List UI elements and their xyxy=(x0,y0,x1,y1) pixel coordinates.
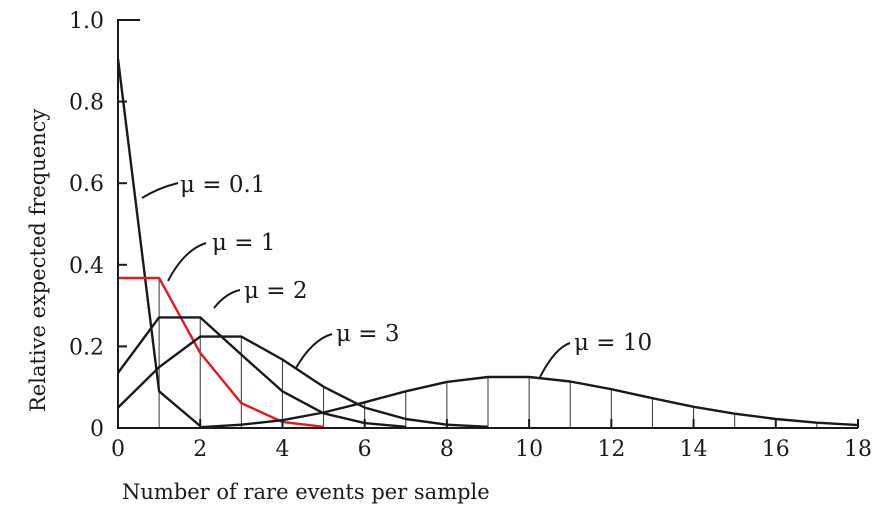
series-line xyxy=(117,335,489,428)
x-axis-label: Number of rare events per sample xyxy=(122,480,490,504)
y-tick-label: 0.6 xyxy=(69,172,104,197)
series-leader-line xyxy=(295,333,333,369)
y-tick-label: 0.4 xyxy=(69,254,104,279)
series-leader-line xyxy=(539,342,571,378)
y-tick-label: 0.2 xyxy=(69,335,104,360)
y-tick-label: 0.8 xyxy=(69,91,104,116)
y-axis-label: Relative expected frequency xyxy=(26,109,50,412)
x-tick-label: 10 xyxy=(515,437,543,462)
x-tick-label: 2 xyxy=(193,437,207,462)
x-tick-label: 18 xyxy=(844,437,872,462)
series-label: μ = 1 xyxy=(212,230,275,256)
series-label: μ = 2 xyxy=(244,278,307,304)
x-tick-label: 4 xyxy=(275,437,289,462)
x-tick-label: 6 xyxy=(358,437,372,462)
series-label: μ = 10 xyxy=(574,330,652,356)
y-axis-line xyxy=(117,19,858,429)
series-labels: μ = 0.1 μ = 1 μ = 2 μ = 3 μ = 10 xyxy=(180,172,652,356)
series-leader-line xyxy=(141,182,179,199)
x-tick-label: 8 xyxy=(440,437,454,462)
axes xyxy=(117,19,858,429)
y-tick-label: 1.0 xyxy=(69,9,104,34)
y-tick-label: 0 xyxy=(90,417,104,442)
x-tick-label: 16 xyxy=(762,437,790,462)
series-line xyxy=(118,276,324,428)
x-tick-label: 12 xyxy=(597,437,625,462)
series-leader-line xyxy=(213,289,241,309)
series-line xyxy=(200,375,859,429)
x-tick-label: 0 xyxy=(111,437,125,462)
series-label: μ = 3 xyxy=(336,321,399,347)
series-line xyxy=(117,316,406,428)
x-tick-label: 14 xyxy=(680,437,708,462)
series-leader-line xyxy=(167,242,207,282)
label-leaders xyxy=(141,182,571,378)
series-label: μ = 0.1 xyxy=(180,172,265,198)
axis-ticks: 0 0.2 0.4 0.6 0.8 1.0 0 2 4 6 8 10 12 14 16 18 xyxy=(69,9,872,462)
series-line xyxy=(116,58,201,427)
series-curves xyxy=(116,58,859,429)
